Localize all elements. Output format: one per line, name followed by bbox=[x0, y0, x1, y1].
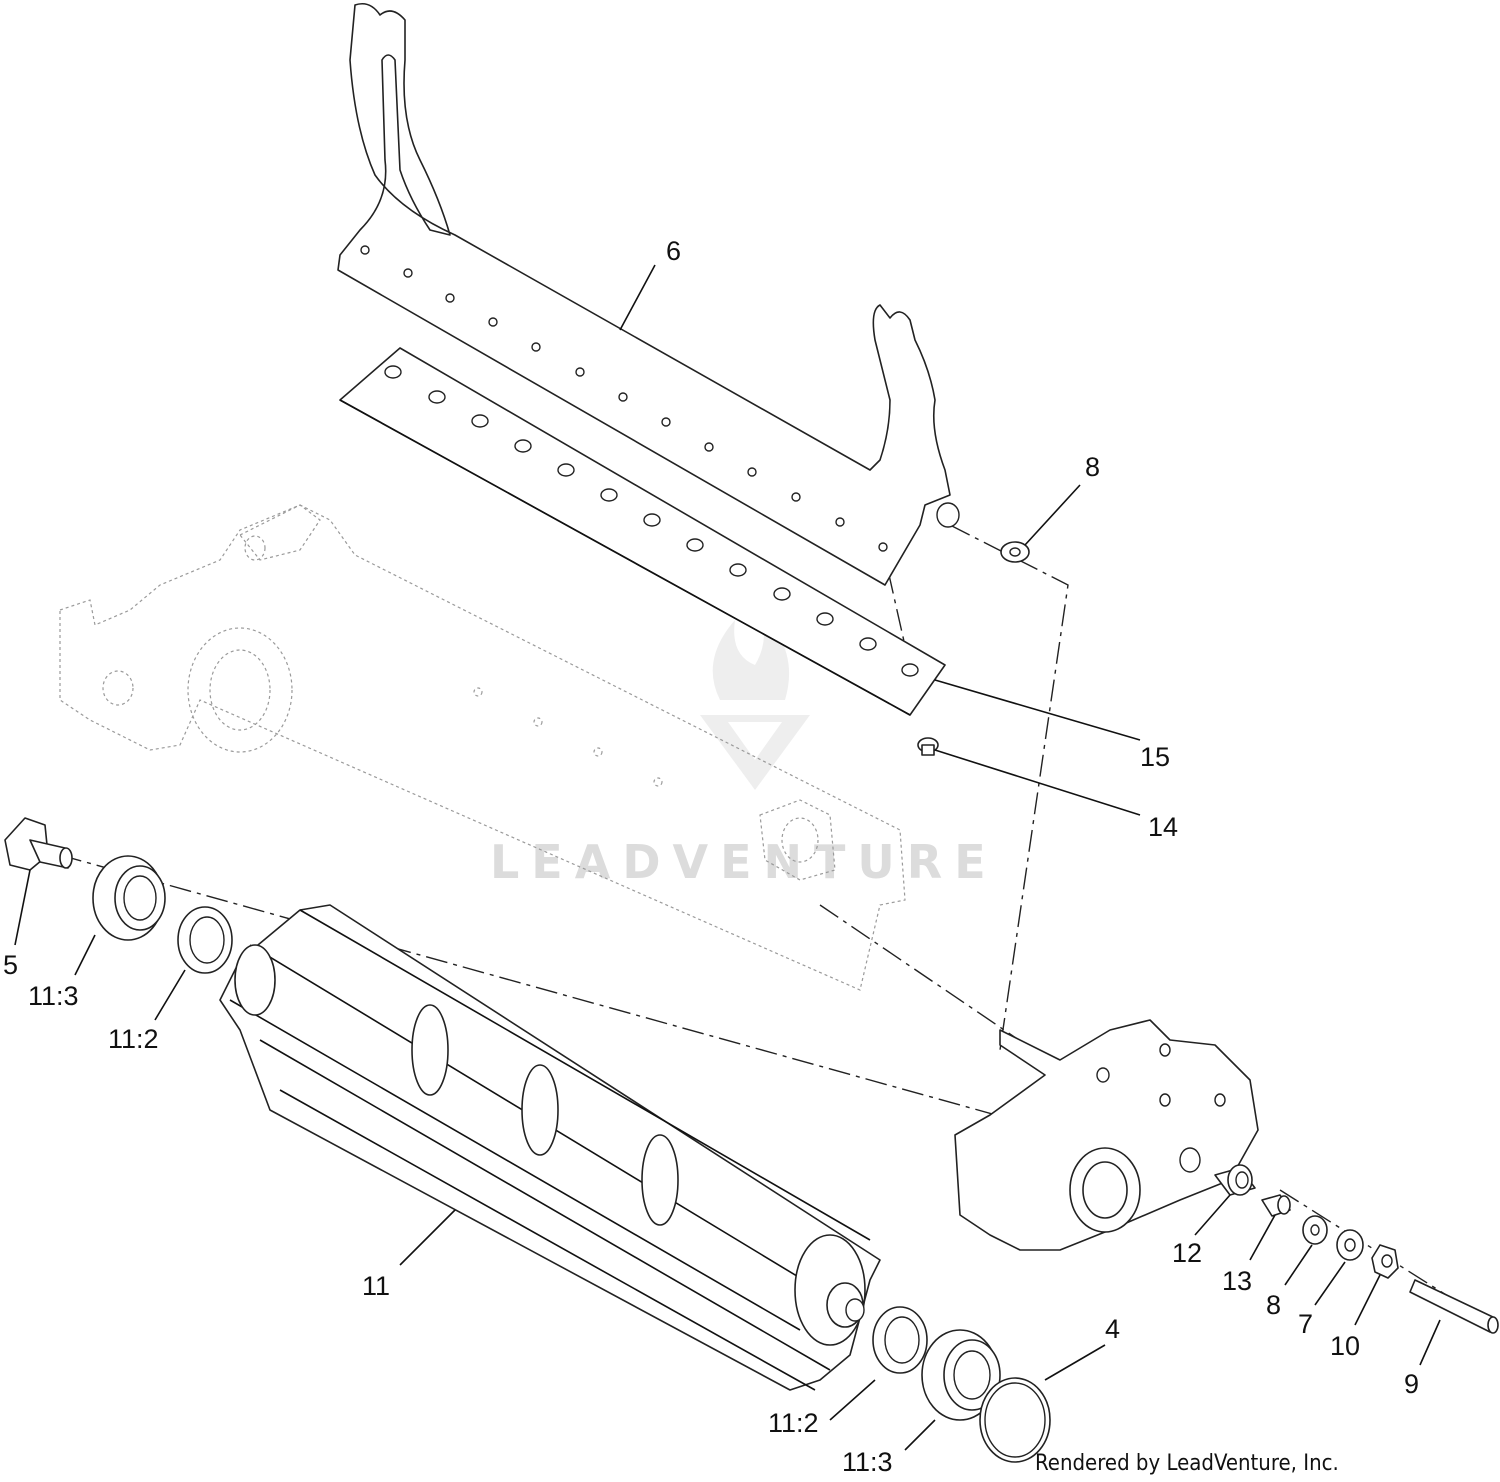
part-5-plug bbox=[4, 817, 73, 871]
part-4-ring bbox=[979, 1377, 1051, 1463]
part-15-bedknife bbox=[339, 347, 946, 716]
callout-13: 13 bbox=[1222, 1266, 1252, 1296]
callouts: 6 8 15 14 5 11:3 11:2 11 12 13 8 7 10 9 … bbox=[3, 236, 1419, 1477]
callout-6: 6 bbox=[666, 236, 681, 266]
callout-12: 12 bbox=[1172, 1238, 1202, 1268]
part-12-bushing bbox=[1214, 1164, 1256, 1196]
callout-11: 11 bbox=[362, 1271, 390, 1301]
part-9-shaft bbox=[1409, 1279, 1499, 1334]
callout-4: 4 bbox=[1105, 1314, 1120, 1344]
callout-11-3-left: 11:3 bbox=[28, 981, 79, 1011]
part-11-3-bearing-left bbox=[92, 855, 166, 941]
watermark-text: LEADVENTURE bbox=[490, 835, 998, 889]
leader-lines bbox=[14, 264, 1441, 1451]
callout-11-2-left: 11:2 bbox=[108, 1024, 159, 1054]
part-6-frame bbox=[337, 2, 960, 586]
part-8-washer-upper bbox=[1000, 541, 1030, 563]
part-8-washer-lower bbox=[1302, 1215, 1328, 1245]
part-11-2-seal-left bbox=[177, 906, 233, 974]
callout-9: 9 bbox=[1404, 1369, 1419, 1399]
watermark: LEADVENTURE bbox=[490, 612, 998, 889]
callout-10: 10 bbox=[1330, 1331, 1360, 1361]
callout-7: 7 bbox=[1298, 1309, 1313, 1339]
callout-8-lower: 8 bbox=[1266, 1290, 1281, 1320]
frame-ghost bbox=[59, 504, 906, 991]
part-13-spacer bbox=[1261, 1194, 1291, 1217]
part-11-reel bbox=[219, 904, 881, 1391]
side-plate-right bbox=[954, 1019, 1259, 1251]
callout-11-2-right: 11:2 bbox=[768, 1408, 819, 1438]
callout-14: 14 bbox=[1148, 812, 1178, 842]
callout-11-3-right: 11:3 bbox=[842, 1447, 893, 1477]
part-11-2-seal-right bbox=[872, 1306, 928, 1374]
part-7-washer bbox=[1336, 1229, 1364, 1261]
part-14-screw bbox=[917, 737, 939, 756]
part-11-3-bearing-right bbox=[921, 1329, 1001, 1421]
callout-5: 5 bbox=[3, 950, 18, 980]
callout-15: 15 bbox=[1140, 742, 1170, 772]
callout-8-upper: 8 bbox=[1085, 452, 1100, 482]
render-credit: Rendered by LeadVenture, Inc. bbox=[1035, 1451, 1339, 1476]
part-10-nut bbox=[1371, 1244, 1399, 1279]
